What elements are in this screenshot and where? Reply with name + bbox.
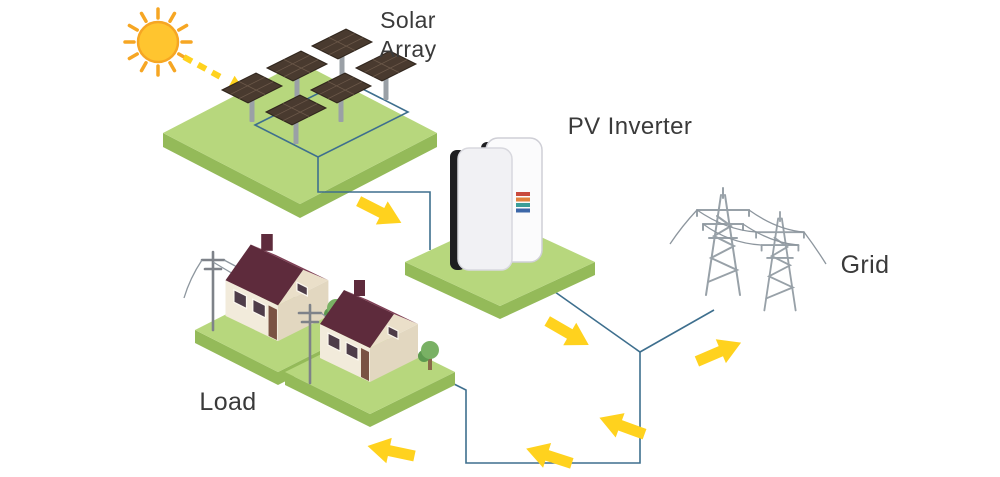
power-wires: [669, 209, 827, 265]
pv-inverter: [405, 137, 595, 319]
flow-arrow-grid-to-load-1: [595, 405, 649, 447]
grid-label: Grid: [840, 251, 890, 279]
house2-platform-side: [285, 372, 455, 427]
array-wiring-lines: [253, 79, 410, 158]
load-area: [183, 233, 455, 427]
inverter-unit-front: [457, 147, 513, 271]
array-to-inverter-line: [317, 157, 431, 250]
flow-arrow-to-load: [364, 433, 418, 469]
flow-arrow-to-grid: [691, 330, 747, 374]
solar-array-platform: [163, 62, 437, 204]
inverter-platform-side: [405, 262, 595, 319]
flow-arrow-inverter-out: [540, 309, 596, 357]
grid-towers: [669, 187, 827, 312]
pv-inverter-label: PV Inverter: [567, 113, 693, 140]
load-label: Load: [199, 388, 257, 416]
flow-arrow-solar-to-inverter: [352, 189, 408, 235]
inverter-logo: [516, 192, 530, 213]
sun-icon: [123, 7, 193, 77]
solar-array: [163, 28, 437, 218]
flow-arrow-grid-to-load-2: [522, 436, 576, 476]
grid-to-load-line: [451, 352, 641, 464]
solar-array-label: Solar Array: [379, 7, 437, 62]
